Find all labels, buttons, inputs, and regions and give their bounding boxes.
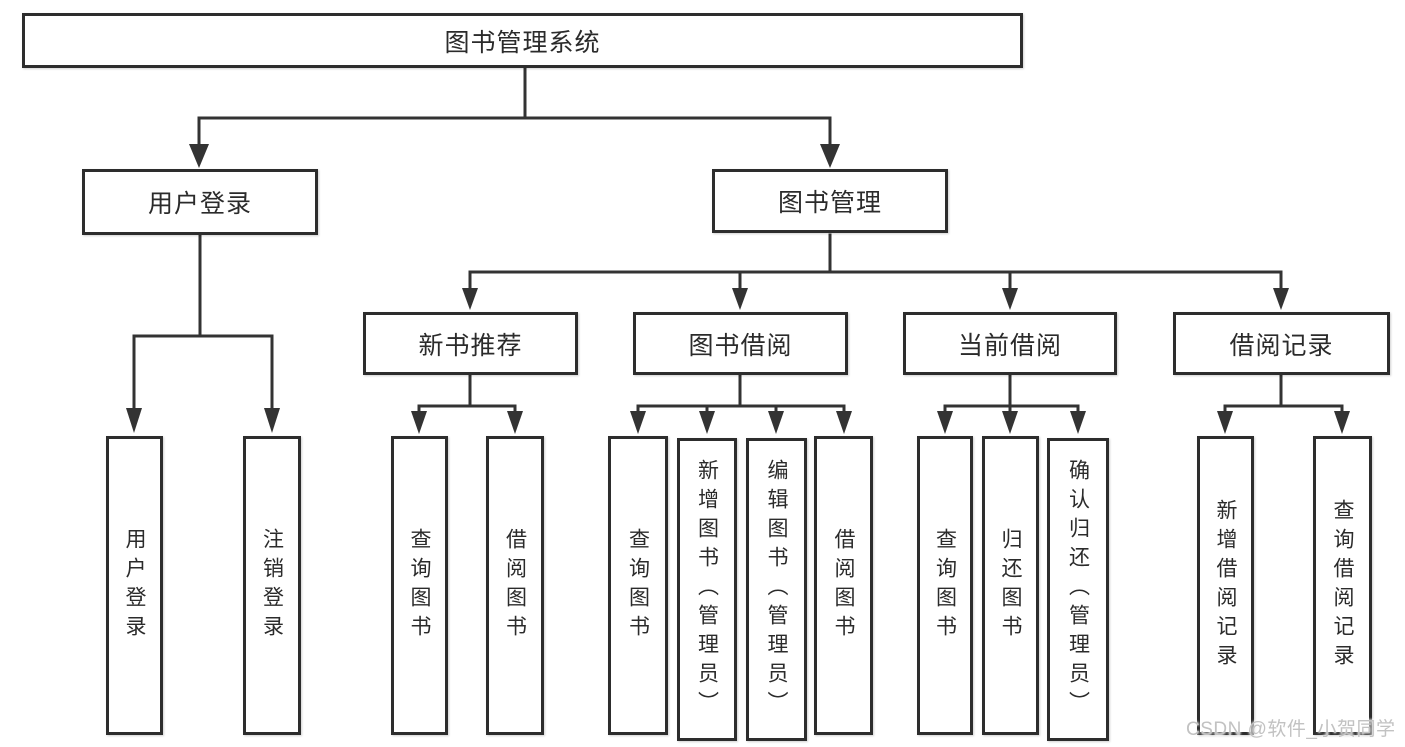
leaf-borrowing-edit-books-admin: 编辑图书（管理员）	[746, 438, 807, 741]
node-label: 图书管理系统	[444, 28, 601, 57]
node-label: 归还图书	[999, 527, 1022, 644]
node-label: 编辑图书（管理员）	[765, 459, 788, 720]
node-label: 用户登录	[123, 527, 146, 644]
node-user-login: 用户登录	[82, 169, 318, 235]
node-borrowing-records: 借阅记录	[1173, 312, 1390, 375]
leaf-records-query-record: 查询借阅记录	[1313, 436, 1372, 735]
node-label: 新书推荐	[418, 331, 523, 360]
leaf-records-add-record: 新增借阅记录	[1197, 436, 1254, 735]
node-label: 查询图书	[408, 527, 431, 644]
node-label: 用户登录	[147, 190, 252, 218]
leaf-recommend-borrow-books: 借阅图书	[486, 436, 544, 735]
leaf-current-return-books: 归还图书	[982, 436, 1039, 735]
node-root: 图书管理系统	[22, 13, 1023, 68]
node-label: 注销登录	[260, 527, 284, 644]
node-current-borrowing: 当前借阅	[903, 312, 1117, 375]
node-label: 确认归还（管理员）	[1066, 459, 1090, 720]
leaf-current-query-books: 查询图书	[917, 436, 973, 735]
node-label: 当前借阅	[957, 331, 1062, 360]
node-label: 借阅图书	[503, 527, 527, 644]
leaf-borrowing-borrow-books: 借阅图书	[814, 436, 873, 735]
leaf-borrowing-query-books: 查询图书	[608, 436, 668, 735]
node-label: 查询借阅记录	[1331, 498, 1354, 673]
node-label: 借阅记录	[1229, 331, 1334, 360]
node-new-book-recommend: 新书推荐	[363, 312, 578, 375]
node-label: 查询图书	[933, 527, 957, 644]
leaf-current-confirm-return-admin: 确认归还（管理员）	[1047, 438, 1109, 741]
leaf-recommend-query-books: 查询图书	[391, 436, 448, 735]
arrowhead-icons	[126, 144, 1350, 434]
watermark: CSDN @软件_小贺同学	[1186, 719, 1396, 740]
node-label: 图书管理	[777, 189, 882, 217]
node-label: 查询图书	[626, 527, 650, 644]
leaf-borrowing-add-books-admin: 新增图书（管理员）	[677, 438, 737, 741]
node-book-management: 图书管理	[712, 169, 948, 233]
leaf-user-login: 用户登录	[106, 436, 163, 735]
node-label: 借阅图书	[832, 527, 855, 644]
tree-connector-path	[132, 66, 1344, 414]
node-label: 新增图书（管理员）	[695, 459, 719, 720]
node-label: 图书借阅	[688, 331, 793, 360]
node-book-borrowing: 图书借阅	[633, 312, 848, 375]
leaf-logout: 注销登录	[243, 436, 301, 735]
node-label: 新增借阅记录	[1214, 498, 1237, 673]
